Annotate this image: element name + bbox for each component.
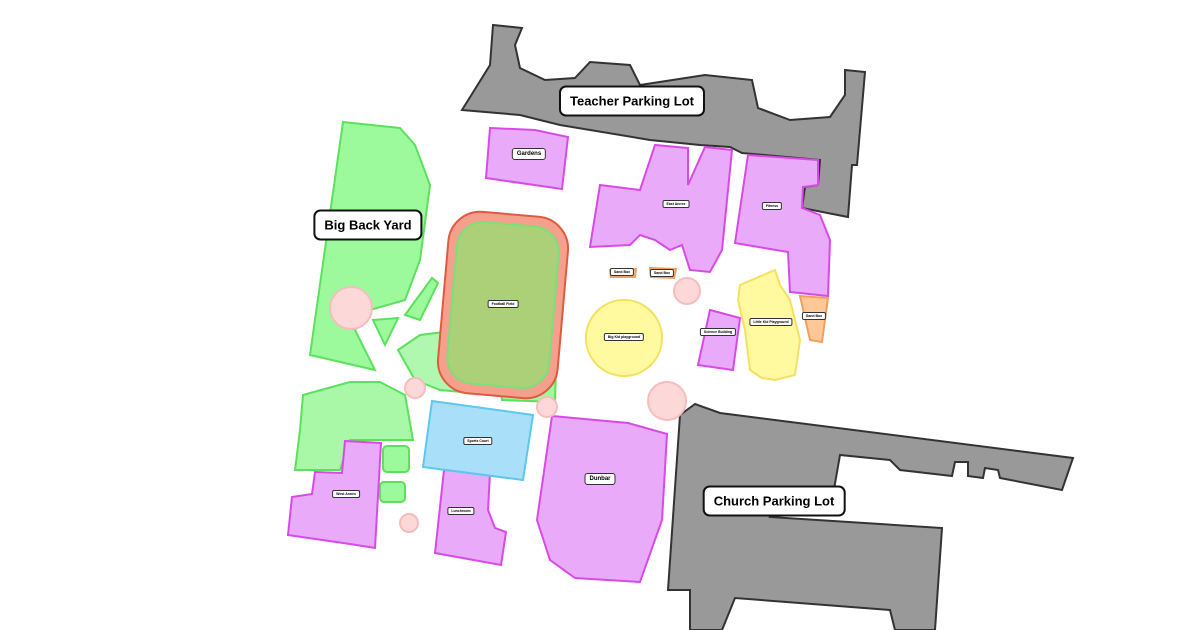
fitness[interactable] [733, 153, 832, 298]
lunchroom-label: Lunchroom [447, 507, 475, 515]
tree [329, 286, 373, 330]
green-area [293, 381, 415, 471]
east-annex-label: East Annex [662, 200, 690, 208]
tree [647, 381, 687, 421]
football-field-label: Football Field [487, 300, 519, 308]
big-kid-playground-label: Big Kid playground [603, 333, 645, 341]
science-building-label: Science Building [699, 328, 737, 336]
dunbar-label: Dunbar [584, 473, 616, 485]
teacher-parking-lot-label: Teacher Parking Lot [558, 85, 706, 117]
green-area [379, 481, 406, 503]
sports-court-label: Sports Court [463, 437, 493, 445]
big-back-yard-label: Big Back Yard [313, 209, 423, 241]
west-annex-label: West Annex [332, 490, 360, 498]
little-kid-playground-label: Little Kid Playground [749, 318, 793, 326]
east-annex[interactable] [588, 143, 734, 274]
green-area [403, 276, 440, 322]
big-back-yard[interactable] [308, 120, 432, 372]
dunbar[interactable] [535, 414, 669, 584]
sand-box-label: Sand Box [649, 269, 675, 277]
gardens-label: Gardens [511, 148, 547, 160]
sand-box-label: Sand Box [801, 312, 827, 320]
lunchroom[interactable] [433, 468, 508, 567]
tree [404, 377, 426, 399]
sand-box-label: Sand Box [609, 268, 635, 276]
church-parking-lot[interactable] [666, 402, 1075, 630]
science-building[interactable] [696, 308, 742, 372]
tree [536, 396, 558, 418]
teacher-parking-lot[interactable] [460, 23, 867, 219]
church-parking-lot-label: Church Parking Lot [702, 485, 846, 517]
green-area [371, 316, 400, 348]
fitness-label: Fitness [761, 202, 783, 210]
green-area [382, 445, 410, 473]
tree [399, 513, 419, 533]
tree [673, 277, 701, 305]
